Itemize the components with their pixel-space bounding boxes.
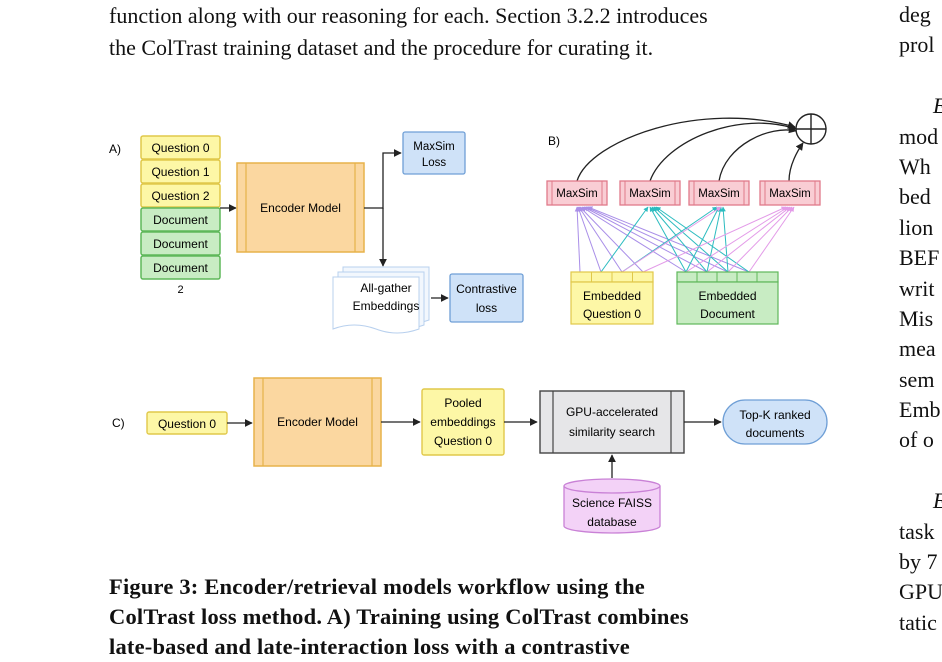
body-text: function along with our reasoning for ea… (109, 0, 834, 64)
contrastive-loss-node: Contrastive loss (449, 273, 524, 323)
right-column-line: deg (899, 2, 931, 27)
right-column-line: BEF (899, 245, 940, 271)
input-question-2: Question 2 (151, 189, 209, 203)
panel-a-encoder: Encoder Model (236, 162, 365, 253)
pooled-embeddings-node: Pooled embeddings Question 0 (421, 388, 505, 456)
input-question-1: Question 1 (151, 165, 209, 179)
panel-a-label: A) (109, 142, 121, 156)
token-interaction-edges (574, 206, 795, 273)
input-footnote: 2 (177, 284, 183, 296)
topk-line-1: Top-K ranked (739, 408, 810, 422)
maxsim-loss-line-1: MaxSim (413, 141, 455, 153)
faiss-line-1: Science FAISS (572, 496, 652, 510)
right-column-line: of o (899, 427, 934, 453)
input-document-2: Document (153, 237, 208, 251)
right-column-line: E (899, 91, 942, 121)
maxsim-nodes: MaxSim MaxSim MaxSim MaxSim (546, 180, 821, 206)
right-column-line: by 7 (899, 549, 938, 575)
embedded-question-line-1: Embedded (583, 289, 641, 303)
retrieval-encoder-node: Encoder Model (253, 377, 382, 467)
maxsim-node-3: MaxSim (698, 188, 740, 200)
right-column-line: GPU (899, 579, 942, 605)
faiss-line-2: database (587, 515, 637, 529)
right-column-text: deg prol E mod Wh bed lion BEF writ Mis … (899, 0, 942, 638)
body-text-line: the ColTrast training dataset and the pr… (109, 35, 654, 60)
embedded-document-node: Embedded Document (676, 271, 779, 325)
right-column-line: Emb (899, 397, 941, 423)
maxsim-loss-node: MaxSim Loss (402, 131, 466, 175)
right-column-line: mod (899, 123, 939, 149)
maxsim-node-2: MaxSim (629, 188, 671, 200)
right-column-line: sem (899, 366, 935, 392)
right-column-line: mea (899, 336, 936, 362)
embedded-document-line-1: Embedded (698, 289, 756, 303)
input-question-0-box (140, 135, 221, 160)
input-document-1: Document (153, 213, 208, 227)
arrow-to-maxsim-loss (364, 149, 402, 209)
right-column-line: Wh (899, 153, 931, 179)
right-column-line: writ (899, 275, 935, 301)
caption-line: late-based and late-interaction loss wit… (109, 634, 630, 659)
similarity-line-1: GPU-accelerated (566, 405, 658, 419)
maxsim-loss-line-2: Loss (422, 157, 447, 169)
faiss-database-node: Science FAISS database (563, 478, 661, 534)
pooled-line-1: Pooled (444, 396, 481, 410)
similarity-search-node: GPU-accelerated similarity search (539, 390, 685, 454)
contrastive-line-2: loss (476, 301, 497, 315)
right-column-line: Mis (899, 305, 934, 331)
input-question-1-box (140, 159, 221, 184)
panel-b-label: B) (548, 134, 560, 148)
similarity-line-2: similarity search (569, 425, 655, 439)
panel-c-label: C) (112, 416, 125, 430)
input-document-2-box (140, 231, 221, 256)
query-node: Question 0 (146, 411, 228, 435)
input-document-3-box (140, 255, 221, 280)
allgather-line-1: All-gather (360, 281, 411, 295)
query-label: Question 0 (158, 417, 216, 431)
maxsim-node-4: MaxSim (769, 188, 811, 200)
caption-line: ColTrast loss method. A) Training using … (109, 604, 689, 629)
topk-documents-node: Top-K ranked documents (722, 399, 828, 445)
caption-line: Figure 3: Encoder/retrieval models workf… (109, 574, 645, 599)
allgather-line-2: Embeddings (353, 299, 420, 313)
embedded-document-line-2: Document (700, 307, 755, 321)
right-column-line: lion (899, 214, 934, 240)
allgather-node: All-gather Embeddings (332, 266, 430, 334)
body-text-line: function along with our reasoning for ea… (109, 3, 708, 28)
maxsim-node-1: MaxSim (556, 188, 598, 200)
panel-a-inputs: Question 0 Question 1 Question 2 Documen… (140, 135, 221, 296)
maxsim-to-sum-edges (576, 117, 804, 182)
encoder-label: Encoder Model (260, 201, 341, 215)
encoder-box (236, 162, 365, 253)
right-column-line: task (899, 518, 935, 544)
retrieval-encoder-label: Encoder Model (277, 415, 358, 429)
right-column-line: bed (899, 184, 931, 210)
embedded-question-node: Embedded Question 0 (570, 271, 654, 325)
input-document-1-box (140, 207, 221, 232)
input-document-3: Document (153, 261, 208, 275)
pooled-line-3: Question 0 (434, 434, 492, 448)
pooled-line-2: embeddings (430, 415, 495, 429)
embedded-question-line-2: Question 0 (583, 307, 641, 321)
right-column-line: prol (899, 32, 935, 58)
input-question-0: Question 0 (151, 141, 209, 155)
contrastive-line-1: Contrastive (456, 282, 517, 296)
right-column-line: E (899, 486, 942, 516)
right-column-line: tatic (899, 609, 937, 635)
topk-line-2: documents (746, 426, 805, 440)
sum-node (795, 113, 827, 145)
input-question-2-box (140, 183, 221, 208)
